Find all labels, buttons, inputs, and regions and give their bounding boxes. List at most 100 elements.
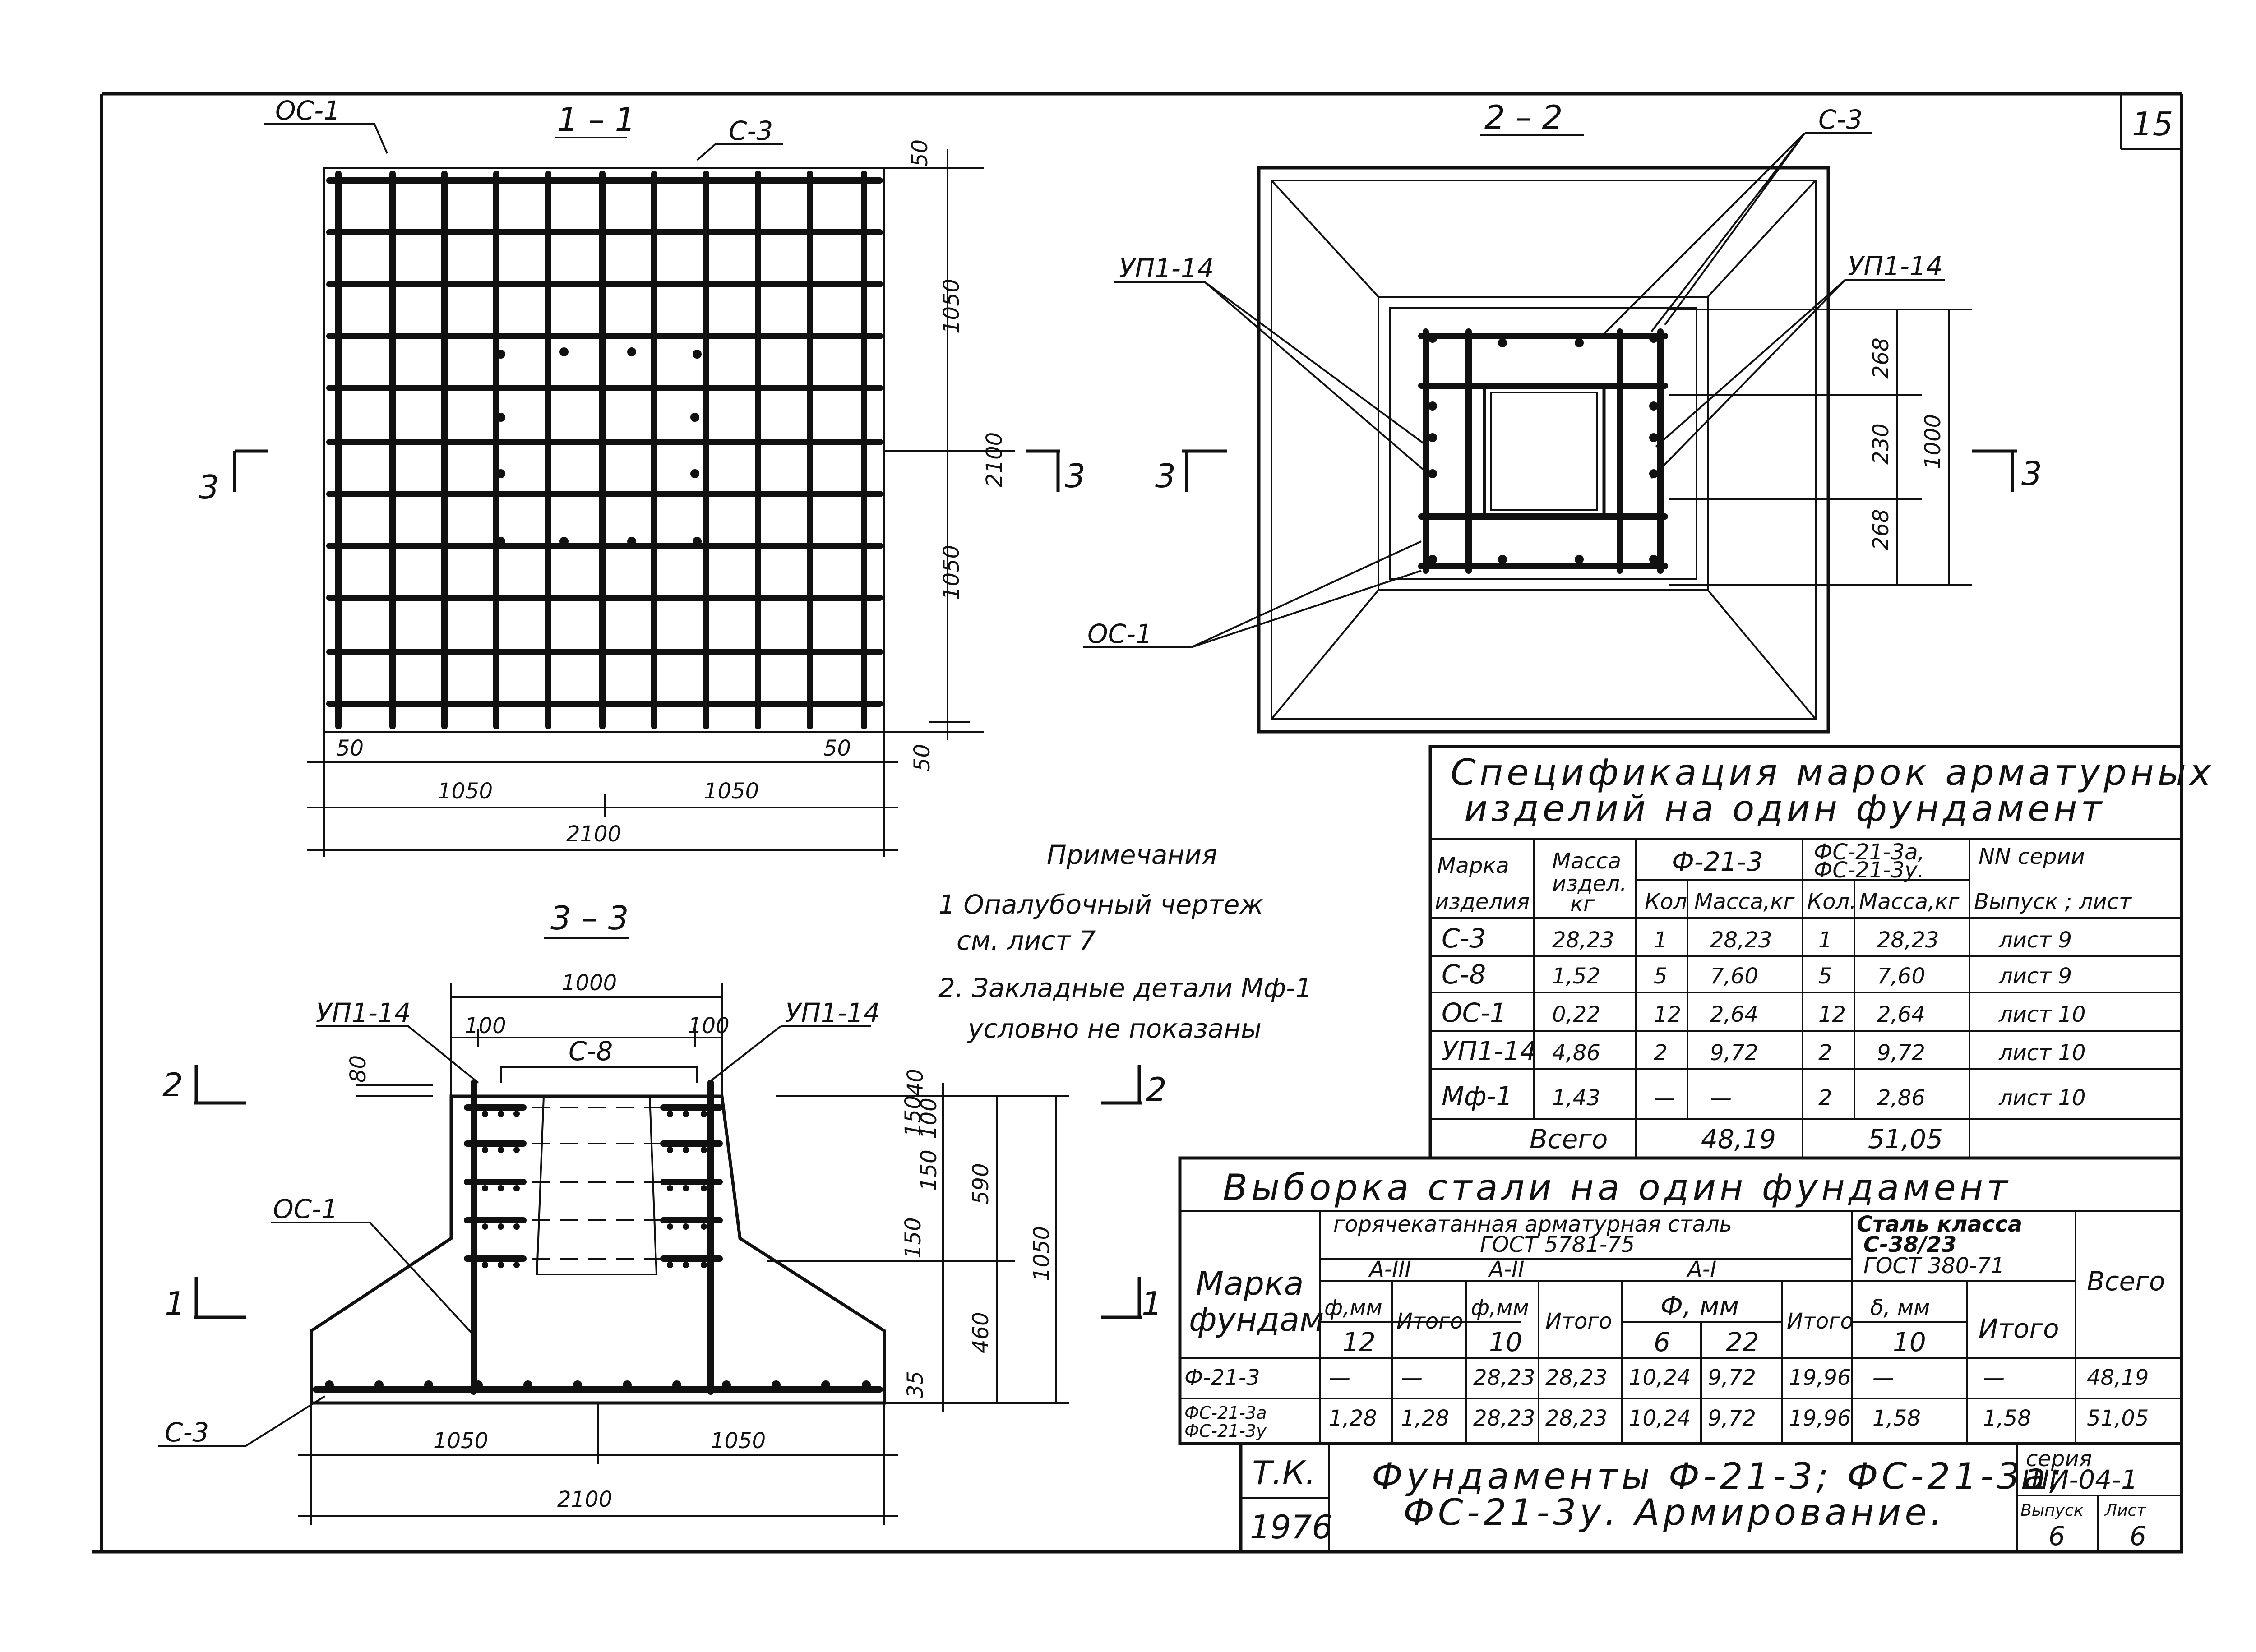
cut-3-right: 3 [1065,457,1086,495]
stirrup-bar-end [498,1262,504,1268]
anchor-point [559,347,569,356]
steel-cell: 28,23 [1473,1406,1535,1431]
anchor-point [496,350,505,359]
cage-bar-end [1428,334,1437,343]
spec-cell: УП1-14 [1442,1036,1537,1066]
base-bar-end [821,1380,830,1389]
cage-bar-end [1428,469,1437,478]
note-1b: см. лист 7 [957,925,1096,956]
spec-cell: 2 [1654,1040,1668,1066]
label-c8: С-8 [569,1036,613,1066]
cage-bar-end [1428,433,1437,442]
steel-h-itogo1: Итого [1396,1309,1463,1334]
anchor-point [693,537,702,546]
dim-left-50: 50 [336,736,364,761]
label-c3-2-2: С-3 [1818,104,1863,135]
steel-h-d22: 22 [1726,1327,1759,1357]
base-bar-end [772,1380,781,1389]
steel-h-d10b: 10 [1893,1327,1926,1357]
spec-h-kol2: Кол. [1807,889,1856,914]
label-up-right: УП1-14 [1848,251,1943,281]
cage-bar-end [1649,401,1658,411]
spec-cell: 7,60 [1877,964,1925,989]
base-bar-end [374,1380,384,1389]
spec-table: Спецификация марок арматурных изделий на… [1428,745,2211,1160]
note-2b: условно не показаны [967,1013,1262,1044]
dim-lower-1050: 1050 [939,545,964,600]
steel-h-hot: горячекатанная арматурная сталь [1333,1212,1732,1237]
spec-cell: 2 [1818,1085,1832,1111]
spec-cell: 0,22 [1552,1002,1600,1027]
dim-top-1000: 1000 [562,970,617,996]
spec-cell: 9,72 [1877,1040,1925,1066]
spec-cell: 1 [1818,928,1832,953]
tb-list: 6 [2130,1521,2146,1551]
tb-title-1: Фундаменты Ф-21-3; ФС-21-3а; [1372,1455,2065,1497]
steel-cell: 19,96 [1789,1406,1851,1431]
base-bar-end [862,1380,871,1389]
stirrup-bar-end [701,1147,707,1153]
spec-h-fs21: ФС-21-3а, [1814,840,1925,865]
steel-row2-mark-1: ФС-21-3а [1184,1403,1267,1423]
anchor-point [559,537,569,546]
label-os1-3-3: ОС-1 [273,1194,338,1224]
spec-cell: 1,43 [1552,1085,1600,1111]
steel-cell: — [1401,1365,1423,1390]
spec-cell: 28,23 [1552,928,1614,953]
dim-r100: 100 [916,1098,942,1139]
stirrup-bar-end [701,1185,707,1191]
stirrup-bar-end [482,1262,488,1268]
dim-r150b: 150 [916,1149,942,1191]
steel-cell: 19,96 [1789,1365,1851,1390]
spec-cell: 1 [1654,928,1668,953]
steel-row2-mark-2: ФС-21-3у [1184,1421,1267,1441]
dim-bottom-2100: 2100 [557,1487,612,1512]
cage-bar-end [1428,401,1437,411]
anchor-point [496,413,505,422]
sheet-number: 15 [2132,105,2173,143]
dim-80: 80 [346,1055,371,1083]
tb-year: 1976 [1250,1508,1332,1546]
steel-h-total: Всего [2087,1266,2165,1297]
spec-h-mark: Марка [1437,853,1509,878]
steel-cell: Ф-21-3 [1184,1365,1260,1390]
steel-cell: 28,23 [1545,1406,1607,1431]
stirrup-bar-end [482,1147,488,1153]
spec-cell: лист 10 [1998,1085,2086,1111]
anchor-point [496,537,505,546]
notes-title: Примечания [1047,840,1217,870]
label-os1-2-2: ОС-1 [1087,618,1152,649]
steel-h-gost1: ГОСТ 5781-75 [1480,1232,1635,1257]
cut-2-right: 2 [1146,1071,1167,1108]
section-1-1: 1 – 1 ОС-1 С-3 3 3 50 1050 2100 1050 50 [199,95,1086,857]
cage-bar-end [1649,334,1658,343]
steel-title: Выборка стали на один фундамент [1223,1167,2011,1209]
spec-cell: — [1654,1085,1675,1111]
label-up-left-3-3: УП1-14 [316,997,411,1028]
steel-cell: 1,28 [1329,1406,1377,1431]
steel-cell: 10,24 [1629,1406,1691,1431]
steel-cell: 51,05 [2087,1406,2149,1431]
cage-bar-end [1575,338,1584,347]
spec-h-massa2: Масса,кг [1859,889,1960,914]
stirrup-bar-end [513,1262,520,1268]
spec-cell: 4,86 [1552,1040,1600,1066]
cage-bar-end [1498,555,1507,564]
spec-h-kol: Кол [1645,889,1687,914]
spec-h-series: NN серии [1979,844,2085,869]
spec-cell: 28,23 [1877,928,1939,953]
spec-cell: 2,64 [1710,1002,1758,1027]
dim-bottom-1050-left: 1050 [433,1428,488,1454]
spec-cell: — [1710,1085,1732,1111]
base-bar-end [623,1380,632,1389]
spec-cell: 1,52 [1552,964,1600,989]
cut-2-left: 2 [162,1066,183,1104]
spec-cell: 12 [1654,1002,1681,1027]
base-bar-end [474,1380,483,1389]
spec-cell: ОС-1 [1442,997,1507,1028]
steel-h-delta: δ, мм [1870,1295,1930,1320]
dim-r590: 590 [968,1163,994,1204]
tb-title-2: ФС-21-3у. Армирование. [1403,1491,1946,1533]
stirrup-bar-end [667,1147,673,1153]
